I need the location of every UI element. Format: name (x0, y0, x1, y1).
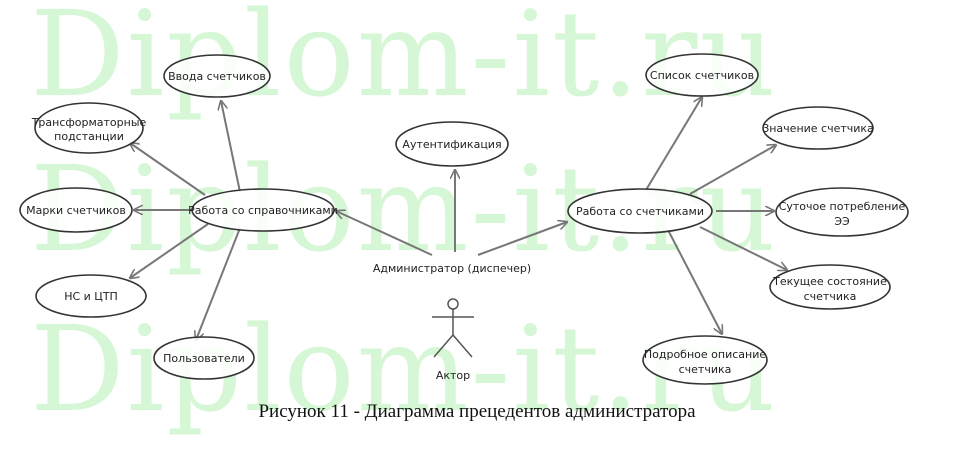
usecase-tekush: Текущее состояние счетчика (769, 264, 891, 310)
usecase-spisok: Список счетчиков (645, 53, 759, 97)
edge-schet-spisok (645, 97, 702, 191)
usecase-podrob: Подробное описание счетчика (642, 335, 768, 385)
usecase-marki: Марки счетчиков (19, 187, 133, 233)
usecase-polz-label: Пользователи (163, 352, 245, 365)
usecase-sprav-label: Работа со справочниками (188, 204, 338, 217)
usecase-transf-label-2: подстанции (54, 130, 124, 143)
usecase-tekush-label-1: Текущее состояние (772, 275, 887, 288)
usecase-znach-label: Значение счетчика (762, 122, 874, 135)
usecase-ns: НС и ЦТП (35, 274, 147, 318)
usecase-podrob-label-1: Подробное описание (644, 348, 766, 361)
edges (130, 97, 787, 340)
edge-admin-sprav (336, 211, 433, 256)
usecase-auth: Аутентификация (395, 121, 509, 167)
usecase-tekush-label-2: счетчика (804, 290, 857, 303)
admin-label: Администратор (диспечер) (373, 262, 531, 275)
actor-icon (432, 298, 474, 358)
edge-admin-schet (477, 222, 567, 256)
edge-sprav-ns (130, 223, 209, 278)
usecase-znach: Значение счетчика (762, 106, 874, 150)
usecase-polz: Пользователи (153, 336, 255, 380)
usecase-vvod-label: Ввода счетчиков (168, 70, 266, 83)
usecase-marki-label: Марки счетчиков (26, 204, 126, 217)
watermark-1: Diplom-it.ru (30, 0, 778, 123)
usecase-sutoch: Суточое потребление ЭЭ (775, 187, 909, 237)
edge-sprav-vvod (221, 101, 241, 193)
edge-schet-tekush (699, 226, 787, 270)
edge-sprav-polz (196, 227, 241, 340)
actor-label: Актор (436, 369, 470, 382)
edge-schet-podrob (667, 229, 722, 334)
usecase-transf: Трансформаторные подстанции (31, 102, 147, 154)
usecase-schet: Работа со счетчиками (567, 188, 713, 234)
figure-caption: Рисунок 11 - Диаграмма прецедентов админ… (258, 401, 696, 422)
usecase-auth-label: Аутентификация (402, 138, 501, 151)
usecase-sutoch-label-2: ЭЭ (834, 215, 850, 228)
usecase-sutoch-label-1: Суточое потребление (779, 200, 906, 213)
edge-sprav-transf (130, 143, 206, 196)
usecase-transf-label-1: Трансформаторные (31, 116, 147, 129)
usecase-vvod: Ввода счетчиков (163, 54, 271, 98)
edge-schet-znach (689, 145, 776, 195)
usecase-spisok-label: Список счетчиков (650, 69, 754, 82)
usecase-podrob-label-2: счетчика (679, 363, 732, 376)
usecase-schet-label: Работа со счетчиками (576, 205, 704, 218)
usecase-ns-label: НС и ЦТП (64, 290, 118, 303)
usecase-sprav: Работа со справочниками (188, 188, 338, 232)
